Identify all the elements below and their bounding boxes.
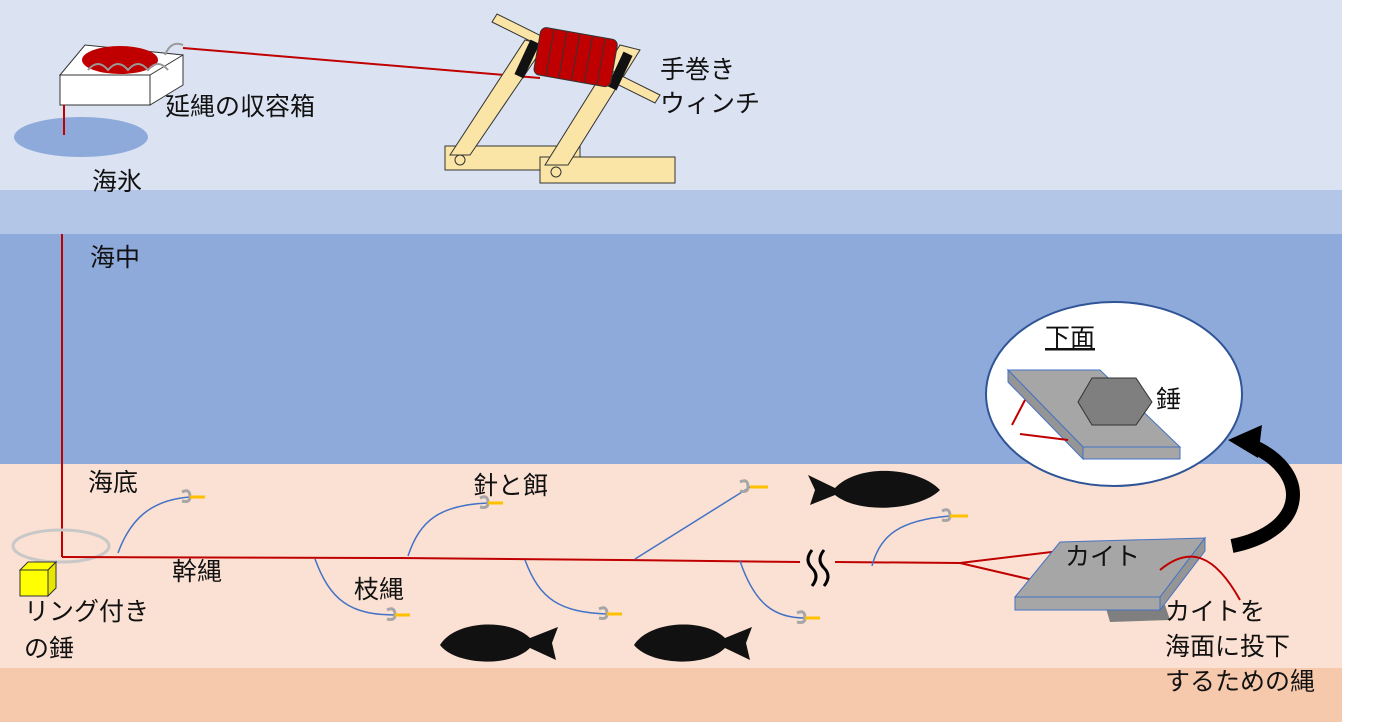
kite [1013,536,1207,622]
winch-label-line1: 手巻き [660,55,735,84]
main-line [61,556,801,563]
seabed-label: 海底 [88,468,138,497]
break-mark [806,549,818,587]
hooks-and-bait [181,479,968,624]
hand-winch [444,13,676,184]
main-line-label: 幹縄 [172,557,222,586]
sea-ice-label: 海氷 [92,167,142,196]
longline-storage-box [58,42,184,106]
ring [11,528,111,564]
kite-drop-rope [1159,555,1241,601]
rope-box-to-winch [182,47,541,79]
curved-arrow-icon [1230,438,1300,553]
flatfish [634,624,752,662]
ring-weight-label-line1: リング付き [24,597,149,626]
storage-box-label: 延縄の収容箱 [165,92,315,121]
kite-label: カイト [1065,542,1140,571]
winch-label-line2: ウィンチ [660,89,760,118]
sea-ice-band [0,190,1342,234]
kite-rope-label-line1: カイトを [1165,597,1265,626]
flatfish [808,470,940,508]
weight-cube [18,560,58,598]
seabed-bottom [0,668,1342,722]
break-mark [818,549,830,587]
ice-hole [14,117,148,157]
inset-bottom-view [985,301,1243,487]
mid-sea-label: 海中 [90,243,140,272]
branch-lines [117,486,951,619]
ring-weight-label-line2: の錘 [24,634,74,663]
arrowhead-icon [1228,425,1262,458]
hook-bait-label: 針と餌 [473,471,548,500]
flatfish [440,624,558,662]
branch-line-label: 枝縄 [354,575,404,604]
inset-title: 下面 [1045,323,1095,352]
inset-weight-label: 錘 [1156,385,1181,414]
kite-rope-label-line2: 海面に投下 [1165,632,1290,661]
kite-rope-label-line3: するための縄 [1165,667,1315,696]
